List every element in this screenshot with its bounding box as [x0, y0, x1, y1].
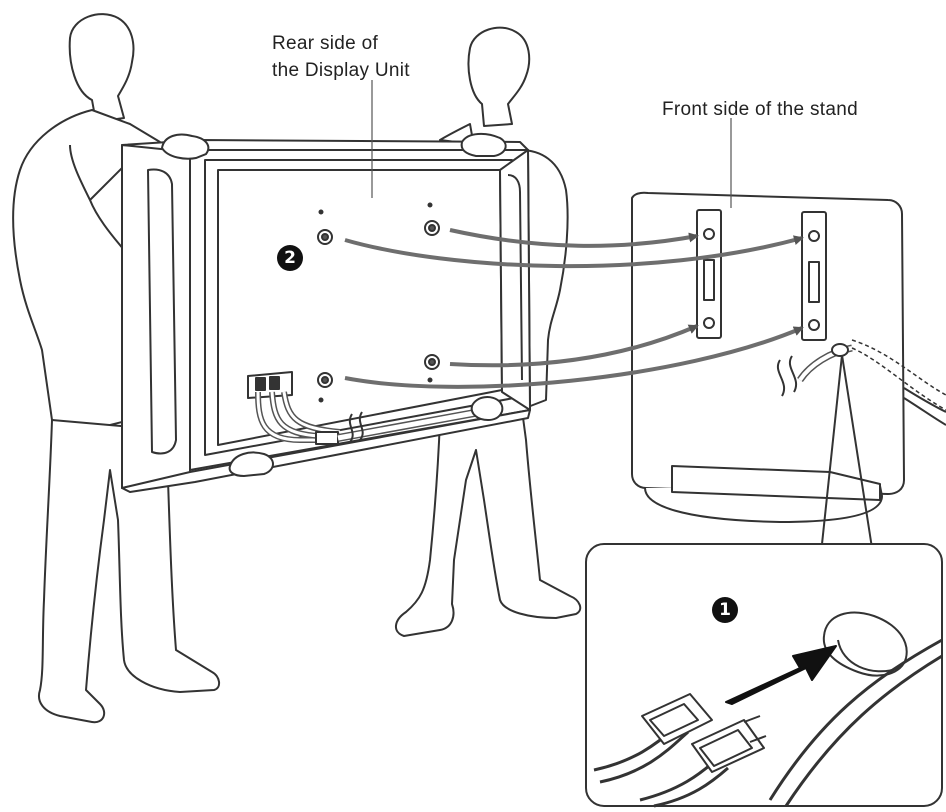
zoom-wedge: [821, 354, 873, 549]
arrow-top-left-bolt: [344, 235, 804, 269]
arrow-bottom-left-bolt: [344, 326, 804, 389]
step-badge-1: 1: [712, 597, 738, 623]
label-rear-side: Rear side of the Display Unit: [272, 30, 410, 84]
mounting-arrows: [344, 228, 804, 389]
label-rear-line2: the Display Unit: [272, 60, 410, 81]
arrow-bottom-right-bolt: [449, 324, 699, 368]
arrow-top-right-bolt: [449, 228, 699, 248]
hands: [160, 132, 507, 478]
label-front-side: Front side of the stand: [662, 99, 858, 120]
detail-inset: [585, 543, 943, 808]
label-leaders: [371, 80, 732, 208]
step-badge-2: 2: [277, 245, 303, 271]
label-rear-line1: Rear side of: [272, 33, 379, 54]
